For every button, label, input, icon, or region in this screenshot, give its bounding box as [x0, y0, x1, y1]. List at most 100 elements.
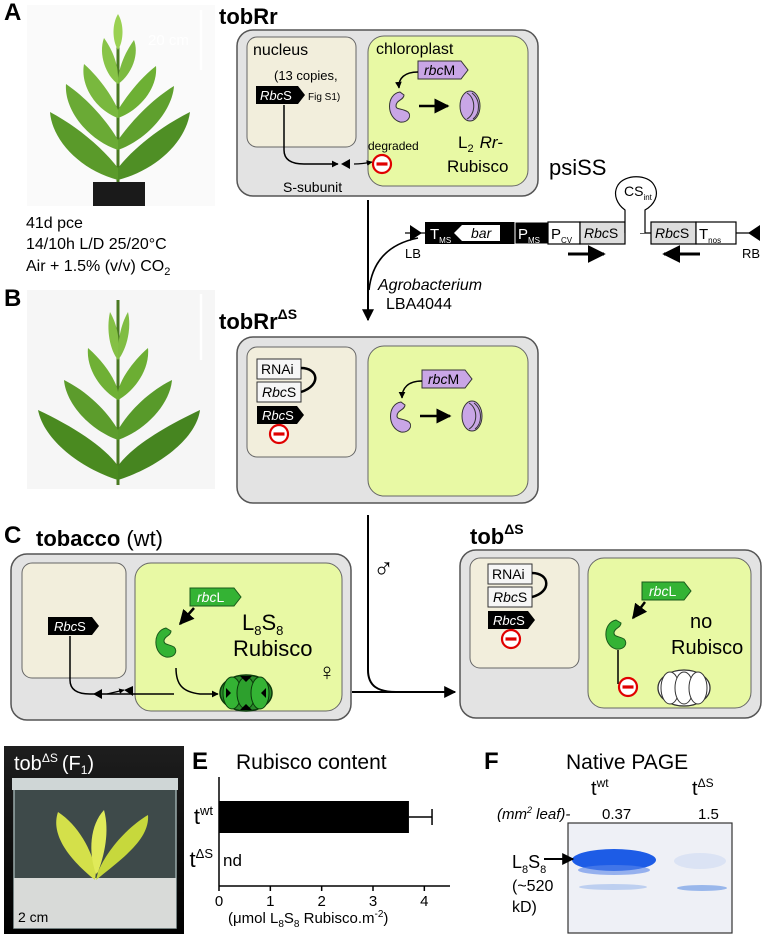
mw-label-2: kD) [512, 899, 537, 916]
rubisco-label-wt: Rubisco [233, 636, 312, 661]
agrobacterium-label: Agrobacterium [377, 277, 482, 294]
rbcs-gene-silenced-b: RbcS [257, 406, 304, 424]
strain-label: LBA4044 [386, 296, 452, 313]
lb-label: LB [405, 246, 421, 261]
tobds-title: tobΔS [470, 521, 524, 549]
x-tick-label: 3 [369, 893, 377, 910]
panel-label-b: B [4, 285, 21, 312]
l8s8-gel-label: L8S8 [512, 852, 546, 876]
svg-text:RbcS: RbcS [54, 619, 86, 634]
translation-arrow [283, 105, 339, 168]
cross-arrow [367, 515, 457, 698]
plant-photo-b [27, 290, 215, 489]
l8s8-complex-icon [219, 674, 273, 712]
rbcs-gene-wt: RbcS [48, 617, 99, 635]
construct-merge-line [368, 237, 419, 291]
pms-label: PMS [518, 226, 540, 245]
tobacco-wt-title: tobacco(wt) [36, 526, 163, 551]
rbcs-fragment-2: RbcS [655, 225, 689, 241]
gel-band-ds-minor [677, 885, 727, 891]
tobrrds-title: tobRrΔS [219, 306, 297, 334]
load-ds: 1.5 [698, 806, 719, 823]
l2-dimer-icon-b [461, 400, 483, 432]
rbcs-gene-tobrr: RbcS [256, 86, 305, 104]
rb-label: RB [742, 246, 760, 261]
x-tick-label: 1 [266, 893, 274, 910]
chloroplast-label: chloroplast [376, 41, 454, 58]
s-subunit-icon-wt [124, 686, 133, 696]
bar-gene-label: bar [471, 225, 493, 241]
psiss-construct [405, 176, 760, 245]
tobrr-title: tobRr [219, 4, 278, 29]
rbcs-hairpin-label-c: RbcS [493, 589, 527, 605]
female-symbol: ♀ [318, 659, 336, 686]
svg-text:rbcL: rbcL [649, 583, 676, 599]
empty-complex-icon [657, 669, 711, 707]
s-subunit-label: S-subunit [283, 179, 342, 195]
silenced-icon-c [500, 628, 522, 650]
rbcm-gene-tobrr: rbcM [417, 60, 469, 80]
rnai-label-b: RNAi [261, 361, 294, 377]
psiss-title: psiSS [549, 155, 606, 180]
rbcs-fragment-1: RbcS [584, 225, 618, 241]
degraded-label: degraded [368, 139, 419, 153]
bar [219, 801, 409, 833]
svg-text:RbcS: RbcS [493, 613, 525, 628]
scale-label-a: 20 cm [148, 32, 189, 49]
lane-ds-label: tΔS [692, 776, 714, 800]
no-label: no [690, 611, 712, 633]
panel-label-a: A [4, 0, 21, 26]
male-symbol: ♂ [373, 553, 394, 584]
rnai-label-c: RNAi [492, 566, 525, 582]
figs1-label: Fig S1) [308, 92, 340, 103]
copies-label: (13 copies, [274, 68, 338, 83]
x-tick-label: 2 [317, 893, 325, 910]
gel-band-wt-minor [579, 884, 647, 890]
tnos-label: Tnos [699, 226, 721, 245]
tobds-chloroplast [587, 557, 752, 709]
value-label: nd [223, 851, 242, 870]
mw-label-1: (~520 [512, 878, 553, 895]
category-label: twt [194, 803, 214, 829]
chart-title: Rubisco content [236, 751, 387, 774]
rbcm-gene-b: rbcM [421, 369, 473, 389]
x-tick-label: 0 [215, 893, 223, 910]
nucleus-label: nucleus [253, 42, 308, 59]
tms-label-1: TMS [430, 226, 451, 245]
panel-label-c: C [4, 522, 21, 549]
scale-label-d: 2 cm [18, 909, 48, 925]
no-rubisco-label: Rubisco [671, 637, 743, 659]
rbcl-gene-wt: rbcL [189, 587, 242, 607]
cs-int-label: CSint [624, 183, 653, 202]
rubisco-label-tobrr: Rubisco [447, 157, 508, 176]
svg-text:rbcM: rbcM [424, 62, 455, 78]
svg-text:RbcS: RbcS [262, 408, 294, 423]
gel-image [567, 822, 733, 934]
gel-title: Native PAGE [566, 751, 688, 774]
blocked-assembly-icon [617, 676, 639, 698]
chart-xlabel: (μmol L8S8 Rubisco.m-2) [228, 909, 388, 930]
l8s8-label-wt: L8S8 [242, 610, 283, 638]
condition-line-1: 41d pce [26, 215, 83, 232]
condition-line-2: 14/10h L/D 25/20°C [26, 236, 167, 253]
pcv-label: PCV [551, 226, 573, 245]
lane-wt-label: twt [591, 776, 609, 800]
l2-dimer-icon [459, 90, 481, 122]
load-wt: 0.37 [602, 806, 631, 823]
degraded-icon [371, 153, 393, 175]
load-unit-label: (mm2 leaf)- [497, 805, 570, 823]
panel-label-f: F [484, 748, 499, 775]
plant-photo-a [27, 5, 215, 206]
rbcs-hairpin-label-b: RbcS [262, 384, 296, 400]
x-tick-label: 4 [420, 893, 428, 910]
culture-jar-photo [4, 746, 184, 934]
panel-label-e: E [192, 748, 208, 775]
gel-band-ds [674, 853, 726, 869]
tobds-f1-label: tobΔS(F1) [14, 751, 94, 777]
svg-text:rbcM: rbcM [428, 371, 459, 387]
rbcl-gene-ds: rbcL [641, 581, 692, 601]
silenced-icon-b [268, 423, 290, 445]
